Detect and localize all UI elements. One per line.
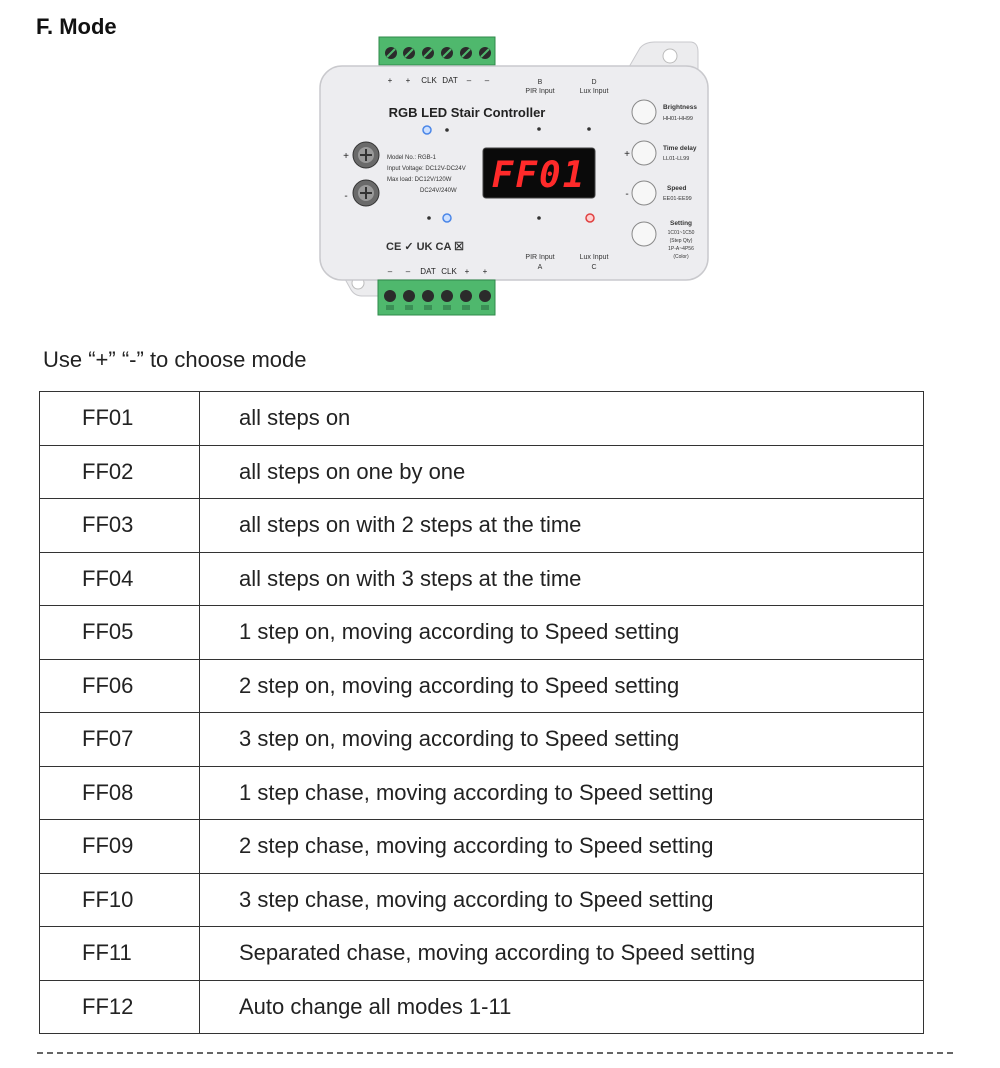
spec-line: Model No.: RGB-1 — [387, 155, 437, 161]
bottom-terminal-label: – — [406, 267, 411, 276]
speed-range: EE01-EE99 — [663, 196, 692, 202]
mode-code: FF05 — [39, 605, 200, 660]
mode-code: FF11 — [39, 926, 200, 981]
blue-led-bottom — [442, 213, 452, 223]
top-terminal-label: DAT — [442, 76, 458, 85]
setting-range: (Step Qty) — [670, 238, 693, 244]
spec-line: DC24V/240W — [420, 188, 457, 194]
spec-line: Input Voltage: DC12V-DC24V — [387, 166, 466, 172]
mode-description: Auto change all modes 1-11 — [199, 979, 924, 1034]
mode-description: Separated chase, moving according to Spe… — [199, 926, 924, 981]
mode-code: FF12 — [39, 979, 200, 1034]
mode-code: FF04 — [39, 551, 200, 606]
mode-code: FF03 — [39, 498, 200, 553]
certification-marks: CE ✓ UK CA ☒ — [386, 241, 464, 253]
power-plus-label: + — [343, 151, 349, 162]
blue-led-top — [422, 125, 432, 135]
plus-sign: + — [624, 149, 630, 160]
top-terminal-block — [378, 36, 496, 66]
dashed-divider — [37, 1052, 953, 1054]
section-title: F. Mode — [36, 14, 117, 39]
input-letter-a: A — [538, 264, 543, 271]
mode-description: 3 step chase, moving according to Speed … — [199, 872, 924, 927]
top-terminal-label: CLK — [421, 76, 437, 85]
bottom-terminal-block — [377, 279, 496, 316]
bottom-terminal-label: + — [465, 267, 470, 276]
mode-description: all steps on with 3 steps at the time — [199, 551, 924, 606]
mode-description: 3 step on, moving according to Speed set… — [199, 712, 924, 767]
input-letter-c: C — [591, 264, 596, 271]
device-title: RGB LED Stair Controller — [389, 105, 546, 120]
mode-code: FF08 — [39, 765, 200, 820]
brightness-range: HH01-HH99 — [663, 116, 693, 122]
pir-input-b-label: PIR Input — [525, 88, 554, 95]
red-led — [585, 213, 595, 223]
top-terminal-label: – — [485, 76, 490, 85]
mode-description: 2 step chase, moving according to Speed … — [199, 819, 924, 874]
bottom-terminal-label: – — [388, 267, 393, 276]
top-terminal-label: + — [388, 76, 393, 85]
time-delay-button[interactable]: + Time delay LL01-LL99 — [624, 140, 697, 166]
stair-controller-image: + + CLK DAT – – B PIR Input D Lux Input … — [319, 36, 709, 316]
mode-code: FF09 — [39, 819, 200, 874]
speed-label: Speed — [667, 185, 687, 192]
input-letter-d: D — [591, 79, 596, 86]
time-delay-range: LL01-LL99 — [663, 156, 689, 162]
top-terminal-label: – — [467, 76, 472, 85]
speed-button[interactable]: - Speed EE01-EE99 — [625, 180, 692, 206]
power-minus-screw — [352, 179, 380, 207]
time-delay-label: Time delay — [663, 145, 697, 152]
mode-description: all steps on — [199, 391, 924, 446]
power-plus-screw — [352, 141, 380, 169]
setting-button[interactable]: Setting 1C01~1C50 (Step Qty) 1P-A~4P56 (… — [631, 220, 695, 260]
lux-input-c-label: Lux Input — [580, 254, 609, 261]
input-letter-b: B — [538, 79, 543, 86]
mode-description: 1 step chase, moving according to Speed … — [199, 765, 924, 820]
brightness-button[interactable]: Brightness HH01-HH99 — [631, 99, 697, 125]
mode-description: all steps on one by one — [199, 444, 924, 499]
minus-sign: - — [625, 189, 628, 200]
bottom-terminal-label: DAT — [420, 267, 436, 276]
mode-description: 2 step on, moving according to Speed set… — [199, 658, 924, 713]
spec-line: Max load: DC12V/120W — [387, 177, 452, 183]
mode-description: all steps on with 2 steps at the time — [199, 498, 924, 553]
bottom-terminal-label: CLK — [441, 267, 457, 276]
instruction-text: Use “+” “-” to choose mode — [43, 347, 307, 372]
bottom-terminal-label: + — [483, 267, 488, 276]
setting-range: 1P-A~4P56 — [668, 246, 694, 252]
setting-label: Setting — [670, 220, 692, 227]
setting-range: 1C01~1C50 — [668, 230, 695, 236]
lux-input-d-label: Lux Input — [580, 88, 609, 95]
mode-code: FF06 — [39, 658, 200, 713]
mode-code: FF10 — [39, 872, 200, 927]
mode-code: FF02 — [39, 444, 200, 499]
top-terminal-label: + — [406, 76, 411, 85]
power-minus-label: - — [344, 191, 347, 202]
mode-code: FF01 — [39, 391, 200, 446]
mode-description: 1 step on, moving according to Speed set… — [199, 605, 924, 660]
setting-range: (Color) — [673, 254, 689, 260]
led-display-value: FF01 — [492, 155, 587, 196]
brightness-label: Brightness — [663, 104, 697, 111]
led-display: FF01 — [482, 147, 596, 199]
mode-code: FF07 — [39, 712, 200, 767]
pir-input-a-label: PIR Input — [525, 254, 554, 261]
